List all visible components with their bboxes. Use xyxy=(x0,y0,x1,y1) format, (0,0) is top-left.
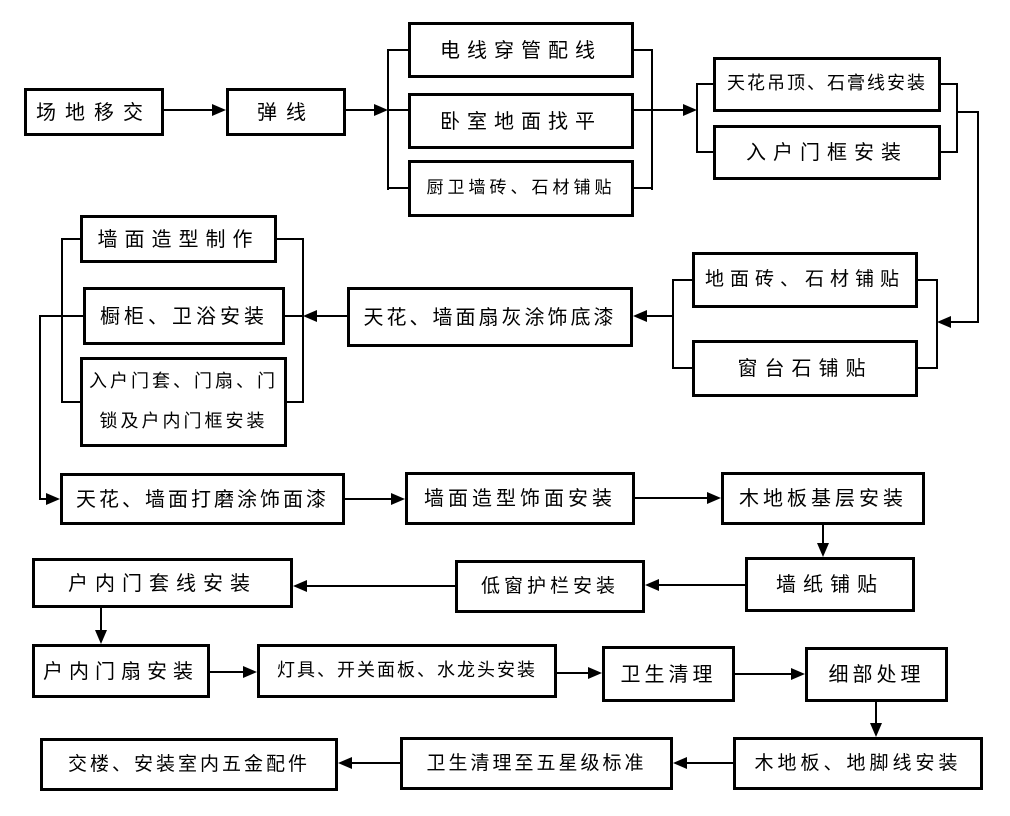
node-five-star-cleaning: 卫生清理至五星级标准 xyxy=(400,737,673,790)
edge-cleaning-to-detail-arrowhead xyxy=(791,668,805,680)
node-interior-door-leaf-install: 户内门扇安装 xyxy=(32,644,210,698)
split-stub-entry-door-frame xyxy=(697,151,713,153)
edge-door-casing-to-door-leaf-line xyxy=(100,608,102,631)
node-wood-floor-skirting-install: 木地板、地脚线安装 xyxy=(733,737,983,790)
node-wall-feature-finish-install: 墙面造型饰面安装 xyxy=(405,472,635,525)
node-wire-conduit: 电线穿管配线 xyxy=(408,22,634,78)
split-bracket-left-group1 xyxy=(387,49,389,190)
node-cabinet-bathroom-install: 橱柜、卫浴安装 xyxy=(83,287,285,345)
edge-site-handover-to-snap-lines-line xyxy=(164,109,213,111)
edge-skirting-to-five-star-arrowhead xyxy=(673,757,687,769)
split-stub-wire-conduit xyxy=(388,49,408,51)
merge-stub-floor-tile xyxy=(918,279,937,281)
split-stub-windowsill-stone xyxy=(673,367,692,369)
node-wood-floor-base-install: 木地板基层安装 xyxy=(721,472,925,525)
merge-stub-wire-conduit xyxy=(634,49,652,51)
split-stub-kitchen-bath-tiling xyxy=(388,187,408,189)
split-stub-floor-tile xyxy=(673,279,692,281)
edge-wallpaper-to-low-window-line xyxy=(658,584,745,586)
node-low-window-guard-install: 低窗护栏安装 xyxy=(455,560,645,613)
edge-door-leaf-to-lighting-line xyxy=(210,671,244,673)
edge-group1-to-group2-arrowhead xyxy=(683,104,697,116)
split-bracket-left-group3 xyxy=(672,279,674,369)
edge-primer-to-group4-line xyxy=(316,315,347,317)
edge-wood-base-to-wallpaper-line xyxy=(822,525,824,544)
edge-low-window-to-door-casing-line xyxy=(306,585,455,587)
node-ceiling-gypsum-install: 天花吊顶、石膏线安装 xyxy=(713,57,941,112)
edge-five-star-to-handover-line xyxy=(351,762,400,764)
merge-stub-ceiling-gypsum xyxy=(941,83,957,85)
edge-wood-base-to-wallpaper-arrowhead xyxy=(817,543,829,557)
edge-feature-finish-to-wood-base-line xyxy=(635,497,708,499)
merge-stub-bedroom-leveling xyxy=(634,109,652,111)
node-lighting-switch-faucet-install: 灯具、开关面板、水龙头安装 xyxy=(257,644,557,698)
edge-skirting-to-five-star-line xyxy=(686,762,733,764)
edge-snap-lines-to-split-arrowhead xyxy=(374,104,388,116)
edge-detail-to-skirting-line xyxy=(875,702,877,724)
merge-bracket-right-group3 xyxy=(936,279,938,369)
edge-primer-to-group4-arrowhead xyxy=(303,310,317,322)
merge-stub-entry-door-frame xyxy=(941,151,957,153)
edge-group4-to-topcoat-segment-top xyxy=(40,315,62,317)
split-stub-cabinet-bathroom xyxy=(285,315,303,317)
edge-group2-to-group3-segment-top xyxy=(957,111,978,113)
edge-wallpaper-to-low-window-arrowhead xyxy=(645,579,659,591)
edge-group4-to-topcoat-arrowhead xyxy=(46,493,60,505)
edge-group2-to-group3-line xyxy=(950,321,978,323)
node-primer-coating: 天花、墙面扇灰涂饰底漆 xyxy=(347,287,633,347)
split-stub-wall-feature-build xyxy=(277,238,303,240)
node-entry-door-set-install: 入户门套、门扇、门锁及户内门框安装 xyxy=(80,357,287,447)
node-interior-door-casing-install: 户内门套线安装 xyxy=(32,558,293,608)
merge-stub-entry-door-set xyxy=(62,401,80,403)
edge-group2-to-group3-arrowhead xyxy=(937,316,951,328)
merge-stub-wall-feature-build xyxy=(62,238,80,240)
node-wallpaper-paving: 墙纸铺贴 xyxy=(745,557,915,612)
node-kitchen-bath-wall-tiling: 厨卫墙砖、石材铺贴 xyxy=(408,160,634,217)
node-snap-lines: 弹线 xyxy=(226,88,346,136)
edge-feature-finish-to-wood-base-arrowhead xyxy=(707,492,721,504)
node-cleaning: 卫生清理 xyxy=(602,646,735,702)
node-entry-door-frame-install: 入户门框安装 xyxy=(713,125,941,180)
edge-group1-to-group2-line xyxy=(652,109,684,111)
edge-cleaning-to-detail-line xyxy=(735,673,792,675)
node-topcoat-painting: 天花、墙面打磨涂饰面漆 xyxy=(60,473,345,525)
edge-topcoat-to-feature-finish-arrowhead xyxy=(391,493,405,505)
node-bedroom-floor-leveling: 卧室地面找平 xyxy=(408,93,634,149)
edge-lighting-to-cleaning-arrowhead xyxy=(588,667,602,679)
split-bracket-right-group4 xyxy=(302,238,304,403)
edge-group2-to-group3-segment-down xyxy=(977,111,979,323)
edge-group4-to-topcoat-segment-down xyxy=(39,315,41,500)
node-wall-feature-build: 墙面造型制作 xyxy=(80,215,277,263)
edge-group3-to-primer-arrowhead xyxy=(633,310,647,322)
split-stub-bedroom-leveling xyxy=(388,109,408,111)
edge-lighting-to-cleaning-line xyxy=(557,672,589,674)
merge-stub-cabinet-bathroom xyxy=(62,315,83,317)
node-site-handover: 场地移交 xyxy=(24,88,164,136)
merge-bracket-right-group1 xyxy=(651,49,653,190)
edge-detail-to-skirting-arrowhead xyxy=(870,723,882,737)
edge-door-casing-to-door-leaf-arrowhead xyxy=(95,630,107,644)
merge-bracket-left-group4 xyxy=(61,238,63,403)
merge-stub-windowsill-stone xyxy=(918,367,937,369)
edge-snap-lines-to-split-line xyxy=(346,109,375,111)
merge-bracket-right-group2 xyxy=(956,83,958,153)
merge-stub-kitchen-bath-tiling xyxy=(634,187,652,189)
edge-topcoat-to-feature-finish-line xyxy=(345,498,392,500)
edge-site-handover-to-snap-lines-arrowhead xyxy=(212,104,226,116)
split-stub-ceiling-gypsum xyxy=(697,83,713,85)
split-stub-entry-door-set xyxy=(287,401,303,403)
node-handover-hardware-install: 交楼、安装室内五金配件 xyxy=(40,738,338,791)
node-detail-finishing: 细部处理 xyxy=(805,647,948,702)
edge-group4-to-topcoat-line xyxy=(39,498,48,500)
split-bracket-left-group2 xyxy=(696,83,698,153)
node-windowsill-stone-paving: 窗台石铺贴 xyxy=(692,340,918,397)
node-floor-tile-stone-paving: 地面砖、石材铺贴 xyxy=(692,252,918,308)
edge-low-window-to-door-casing-arrowhead xyxy=(293,580,307,592)
edge-door-leaf-to-lighting-arrowhead xyxy=(243,666,257,678)
edge-group3-to-primer-line xyxy=(646,315,673,317)
edge-five-star-to-handover-arrowhead xyxy=(338,757,352,769)
